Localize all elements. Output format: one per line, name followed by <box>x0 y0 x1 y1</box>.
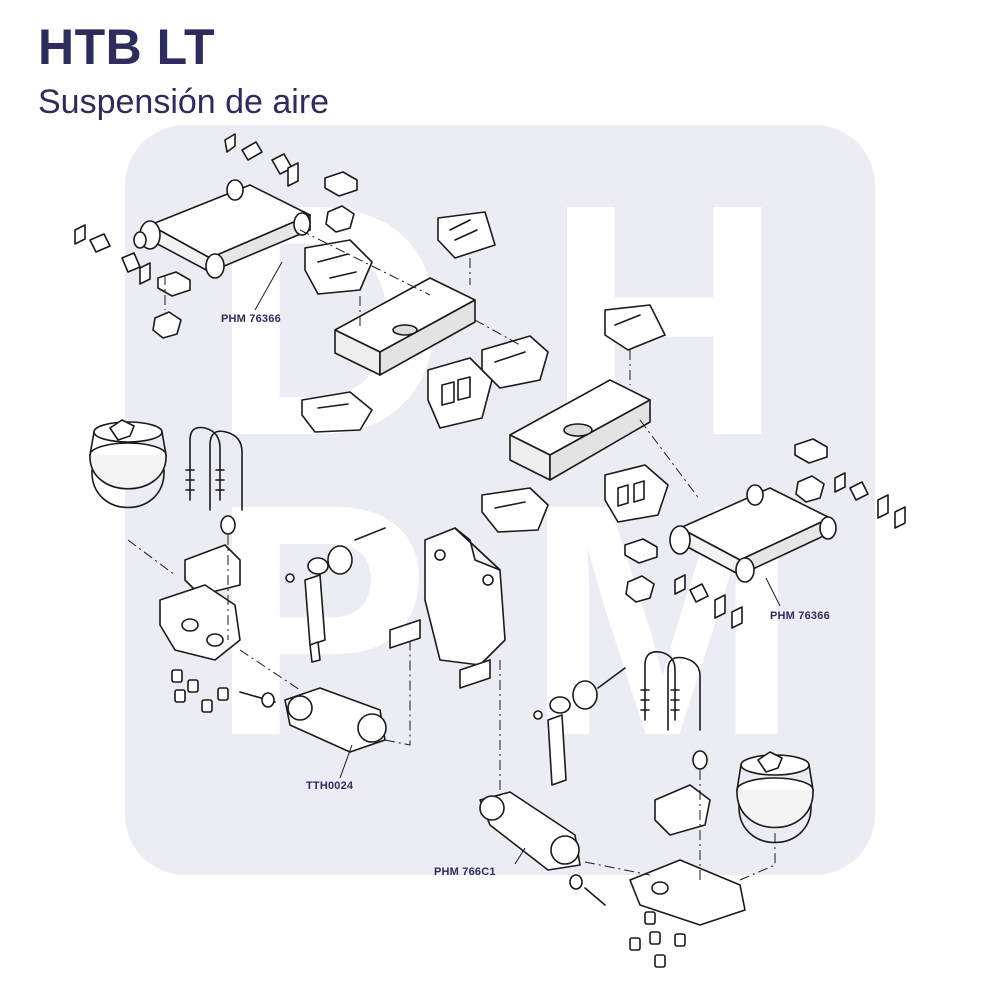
air-spring-right <box>736 751 814 844</box>
shock-absorber-right <box>533 667 626 786</box>
callout-phm-76366-top: PHM 76366 <box>221 313 281 325</box>
bracket-box-center <box>427 357 493 429</box>
hanger-bracket-center <box>424 527 506 666</box>
page-title: HTB LT <box>38 19 216 75</box>
bracket-wedge-mid <box>304 239 373 295</box>
bracket-wedge-center-right <box>481 335 549 389</box>
trailing-arm-right <box>479 791 606 906</box>
air-spring-left <box>89 419 167 509</box>
u-clips-center <box>389 619 491 689</box>
bracket-clips-top-left <box>74 133 299 285</box>
nuts-right <box>629 911 686 968</box>
bolts-left-upper <box>285 527 386 583</box>
bracket-clips-right <box>674 472 906 629</box>
bracket-box-right <box>604 464 669 523</box>
axle-tube-right <box>669 484 837 583</box>
callout-tth0024: TTH0024 <box>306 780 354 792</box>
bracket-wedge-right-top <box>604 304 666 351</box>
crossmember-plate-right <box>509 379 651 481</box>
nuts-left <box>171 669 229 713</box>
axle-tube-top-left <box>133 179 311 279</box>
rubber-mounts-right <box>624 438 828 603</box>
crossmember-plate-left <box>334 277 476 376</box>
assembly-lines <box>127 229 776 881</box>
shock-absorber-left <box>304 545 353 663</box>
page-subtitle: Suspensión de aire <box>38 83 330 121</box>
bracket-wedge-top <box>437 211 496 259</box>
bracket-wedge-right-lower <box>481 487 549 533</box>
axle-seat-right <box>629 750 746 926</box>
axle-seat-left <box>159 515 241 661</box>
u-bolts-left <box>185 426 243 511</box>
u-bolts-right <box>640 650 701 731</box>
callout-phm-766c1: PHM 766C1 <box>434 866 496 878</box>
callout-leaders <box>254 261 781 865</box>
callout-phm-76366-right: PHM 76366 <box>770 610 830 622</box>
rubber-mounts-top-left <box>152 171 358 339</box>
trailing-arm-left <box>239 687 387 753</box>
bracket-wedge-lower <box>301 391 373 433</box>
